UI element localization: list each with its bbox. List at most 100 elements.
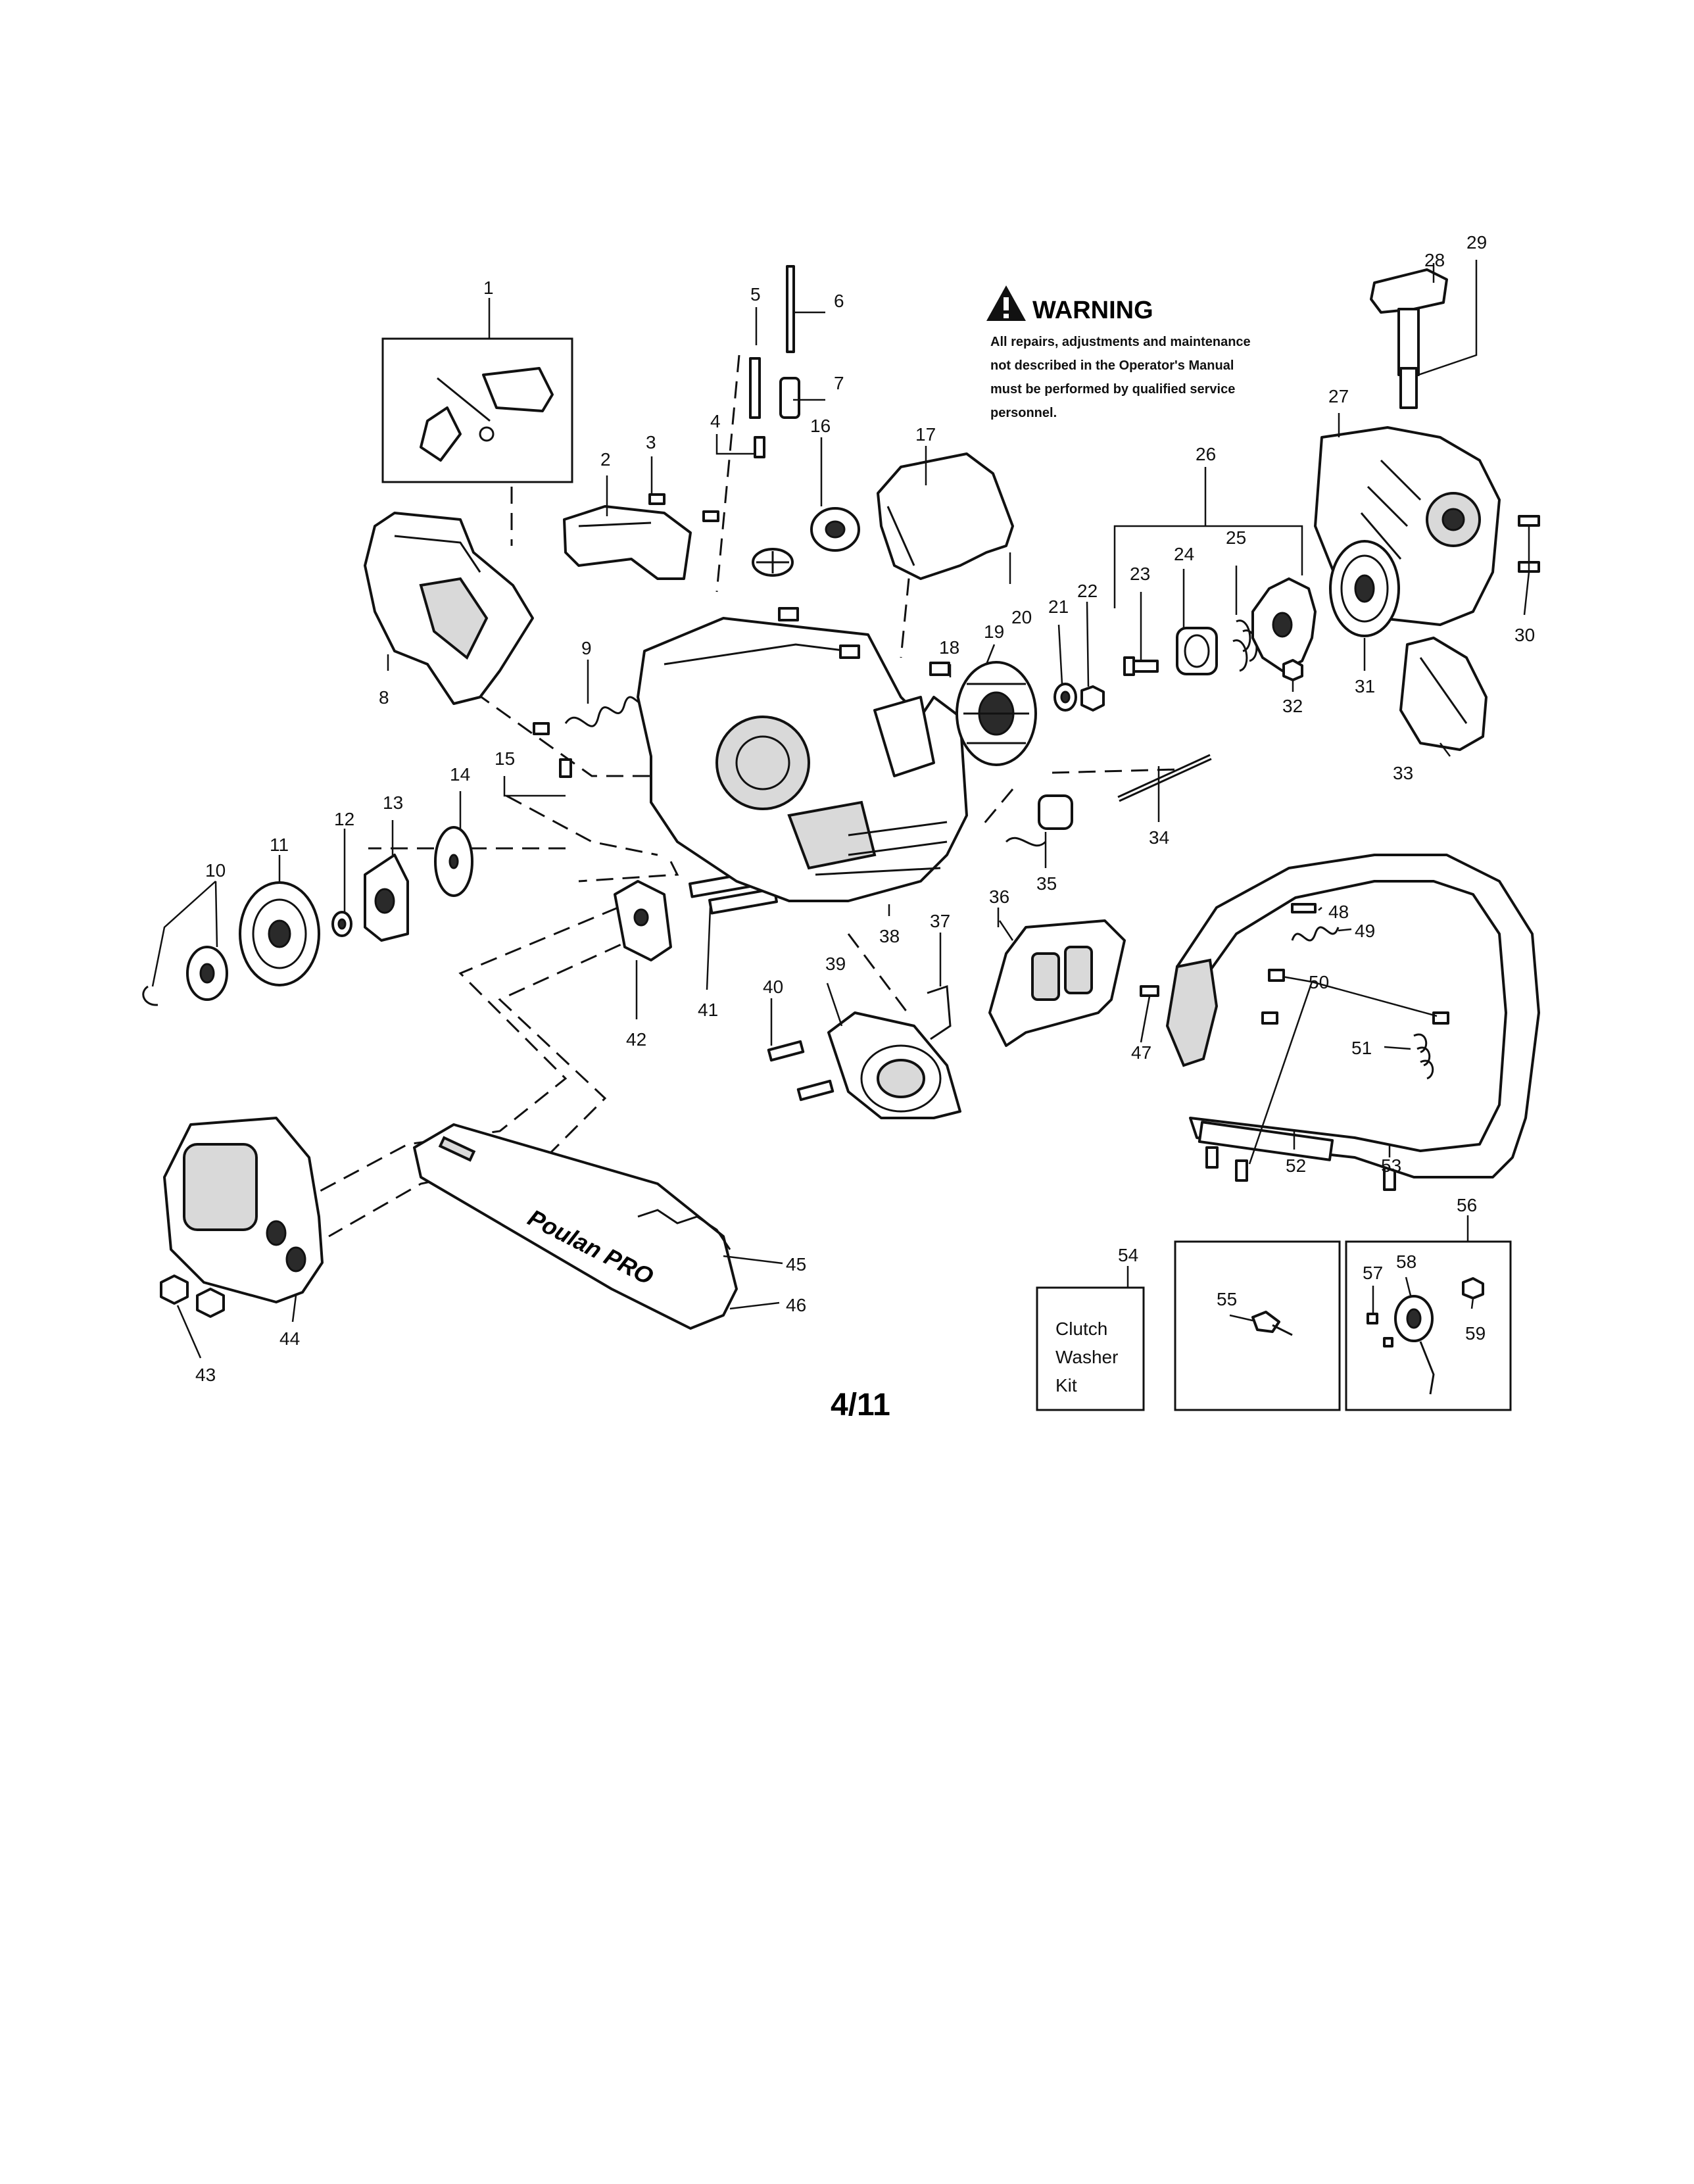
- warning-triangle-icon: [986, 285, 1026, 321]
- callout-4: 4: [710, 411, 721, 431]
- callout-9: 9: [581, 638, 592, 658]
- callout-27: 27: [1328, 386, 1349, 406]
- callout-25: 25: [1226, 527, 1246, 548]
- callout-31: 31: [1355, 676, 1375, 696]
- callout-40: 40: [763, 977, 783, 997]
- callout-37: 37: [930, 911, 950, 931]
- callout-43: 43: [195, 1365, 216, 1385]
- callout-56: 56: [1457, 1195, 1477, 1215]
- part-43-nuts: [160, 1274, 225, 1318]
- callout-16: 16: [810, 416, 831, 436]
- part-4-fitting: [754, 436, 765, 458]
- callout-22: 22: [1077, 581, 1098, 601]
- callout-6: 6: [834, 291, 844, 311]
- part-42-tensioner: [614, 880, 672, 961]
- part-37-clip: [927, 984, 952, 1040]
- part-18-clips: [778, 607, 950, 676]
- part-7-filter: [779, 377, 800, 419]
- callout-46: 46: [786, 1295, 806, 1315]
- kit-line-2: Washer: [1055, 1347, 1118, 1367]
- callout-54: 54: [1118, 1245, 1138, 1265]
- part-19-flywheel: [956, 661, 1037, 766]
- kit-line-1: Clutch: [1055, 1319, 1107, 1339]
- page-label: 4/11: [831, 1388, 890, 1422]
- callout-1: 1: [483, 278, 494, 298]
- part-48-pin: [1291, 903, 1317, 913]
- part-45-saw-chain: [637, 1209, 731, 1250]
- part-20-heat-shield: [877, 452, 1014, 580]
- callout-21: 21: [1048, 596, 1069, 617]
- part-47-screw: [1140, 985, 1159, 997]
- callout-41: 41: [698, 1000, 718, 1020]
- part-35-grommet: [1005, 794, 1073, 847]
- part-11-clutch-drum: [239, 881, 320, 986]
- part-14-disc: [434, 826, 473, 897]
- callout-20: 20: [1011, 607, 1032, 627]
- callout-32: 32: [1282, 696, 1303, 716]
- callout-12: 12: [334, 809, 354, 829]
- part-8-rear-handle: [364, 512, 534, 705]
- callout-11: 11: [270, 835, 289, 855]
- kit-line-3: Kit: [1055, 1375, 1077, 1395]
- callout-45: 45: [786, 1254, 806, 1274]
- callout-13: 13: [383, 792, 403, 813]
- callout-numbers: 1 2 3 4 5 6 7 8 9 10 11 12 13 14 15 16 1…: [195, 232, 1535, 1385]
- callout-2: 2: [600, 449, 611, 470]
- part-49-spring: [1291, 926, 1340, 942]
- callout-28: 28: [1424, 250, 1445, 270]
- callout-52: 52: [1286, 1155, 1306, 1176]
- warning-line-2: not described in the Operator's Manual: [990, 358, 1234, 373]
- part-15-screws: [533, 722, 572, 778]
- part-23-screw: [1123, 656, 1159, 676]
- part-52-front-handle: [1165, 854, 1540, 1178]
- callout-8: 8: [379, 687, 389, 708]
- callout-29: 29: [1466, 232, 1487, 253]
- part-34-rod: [1117, 754, 1212, 802]
- part-1-kit: [381, 337, 573, 483]
- warning-line-3: must be performed by qualified service: [990, 382, 1235, 397]
- part-9-spring: [564, 696, 649, 727]
- part-46-guide-bar: Poulan PRO: [413, 1123, 738, 1330]
- part-39-brake-assembly: [827, 1011, 961, 1119]
- part-2-handle-cover: [563, 505, 692, 580]
- callout-53: 53: [1381, 1155, 1401, 1176]
- callout-58: 58: [1396, 1251, 1416, 1272]
- part-54-kit-box: Clutch Washer Kit: [1036, 1286, 1145, 1411]
- callout-47: 47: [1131, 1042, 1151, 1063]
- part-21-washer: [1053, 683, 1077, 712]
- part-56-box: [1345, 1240, 1512, 1411]
- callout-7: 7: [834, 373, 844, 393]
- part-55-box: [1174, 1240, 1341, 1411]
- part-3-screws: [648, 493, 719, 522]
- callout-49: 49: [1355, 921, 1375, 941]
- part-6-rod: [786, 265, 795, 353]
- callout-19: 19: [984, 621, 1004, 642]
- callout-23: 23: [1130, 564, 1150, 584]
- part-24-pulley: [1176, 627, 1218, 675]
- callout-33: 33: [1393, 763, 1413, 783]
- callout-5: 5: [750, 284, 761, 304]
- callout-17: 17: [915, 424, 936, 445]
- warning-title: WARNING: [1032, 297, 1153, 324]
- warning-line-4: personnel.: [990, 406, 1057, 420]
- part-28-starter-handle: [1370, 268, 1448, 409]
- part-26-pawl-plate: [1251, 577, 1317, 672]
- part-12-washer: [331, 911, 352, 937]
- part-44-sprocket-cover: [163, 1117, 324, 1303]
- callout-leaders: [151, 260, 1530, 1359]
- callout-39: 39: [825, 954, 846, 974]
- part-10-washers: [142, 946, 228, 1006]
- part-32-nut: [1282, 659, 1303, 681]
- callout-57: 57: [1363, 1263, 1383, 1283]
- part-38-engine-housing: [637, 617, 968, 902]
- callout-50: 50: [1309, 972, 1329, 992]
- callout-26: 26: [1196, 444, 1216, 464]
- part-22-nut: [1080, 685, 1105, 712]
- callout-35: 35: [1036, 873, 1057, 894]
- part-33-side-cover: [1399, 637, 1488, 751]
- callout-42: 42: [626, 1029, 646, 1050]
- part-5-pin: [749, 357, 761, 419]
- callout-34: 34: [1149, 827, 1169, 848]
- callout-36: 36: [989, 886, 1009, 907]
- part-40-screws: [767, 1040, 835, 1102]
